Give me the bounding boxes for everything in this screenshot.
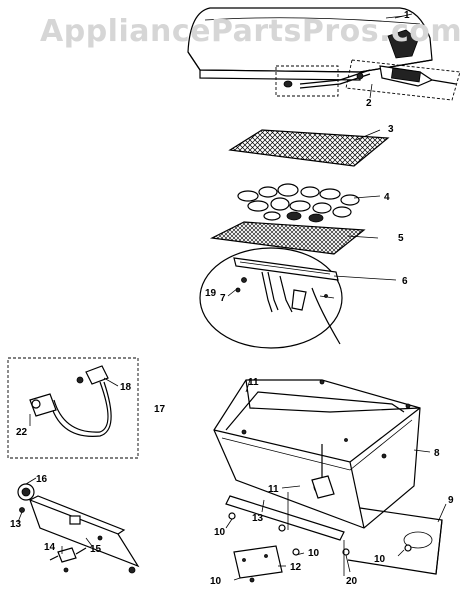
callout-11a: 11	[248, 377, 259, 388]
callout-8: 8	[434, 448, 440, 459]
callout-9: 9	[448, 495, 454, 506]
lid-handle	[275, 59, 461, 101]
callout-14: 14	[44, 542, 56, 553]
callout-10d: 10	[210, 576, 222, 587]
regulator-hose-assembly	[7, 357, 139, 459]
callout-4: 4	[384, 192, 390, 203]
callout-16: 16	[36, 474, 48, 485]
callout-20: 20	[346, 576, 358, 587]
callout-6: 6	[402, 276, 408, 287]
callout-18: 18	[120, 382, 132, 393]
grill-lid	[187, 7, 433, 81]
callout-3: 3	[388, 124, 394, 135]
callout-labels: 1 2 3 4 5 6 7 19 17 18 22 16 13 14 15 11…	[10, 10, 454, 587]
access-plate	[233, 545, 283, 583]
callout-2: 2	[366, 98, 372, 109]
bottom-tray	[347, 507, 443, 575]
callout-11b: 11	[268, 484, 279, 495]
callout-7: 7	[220, 293, 226, 304]
callout-17: 17	[154, 404, 166, 415]
cooking-grate	[228, 129, 390, 167]
callout-22: 22	[16, 427, 28, 438]
callout-19: 19	[205, 288, 217, 299]
callout-15: 15	[90, 544, 102, 555]
burner-assembly	[199, 247, 343, 349]
callout-1: 1	[404, 10, 410, 21]
callout-13b: 13	[252, 513, 264, 524]
callout-13a: 13	[10, 519, 22, 530]
callout-10a: 10	[214, 527, 226, 538]
callout-10b: 10	[308, 548, 320, 559]
callout-12: 12	[290, 562, 302, 573]
control-panel	[17, 483, 140, 574]
grill-base	[213, 379, 421, 529]
callout-5: 5	[398, 233, 404, 244]
lava-rocks	[237, 183, 360, 223]
callout-10c: 10	[374, 554, 386, 565]
leader-lines	[17, 15, 447, 581]
rock-grate	[209, 221, 366, 255]
mounting-bracket	[225, 492, 412, 576]
